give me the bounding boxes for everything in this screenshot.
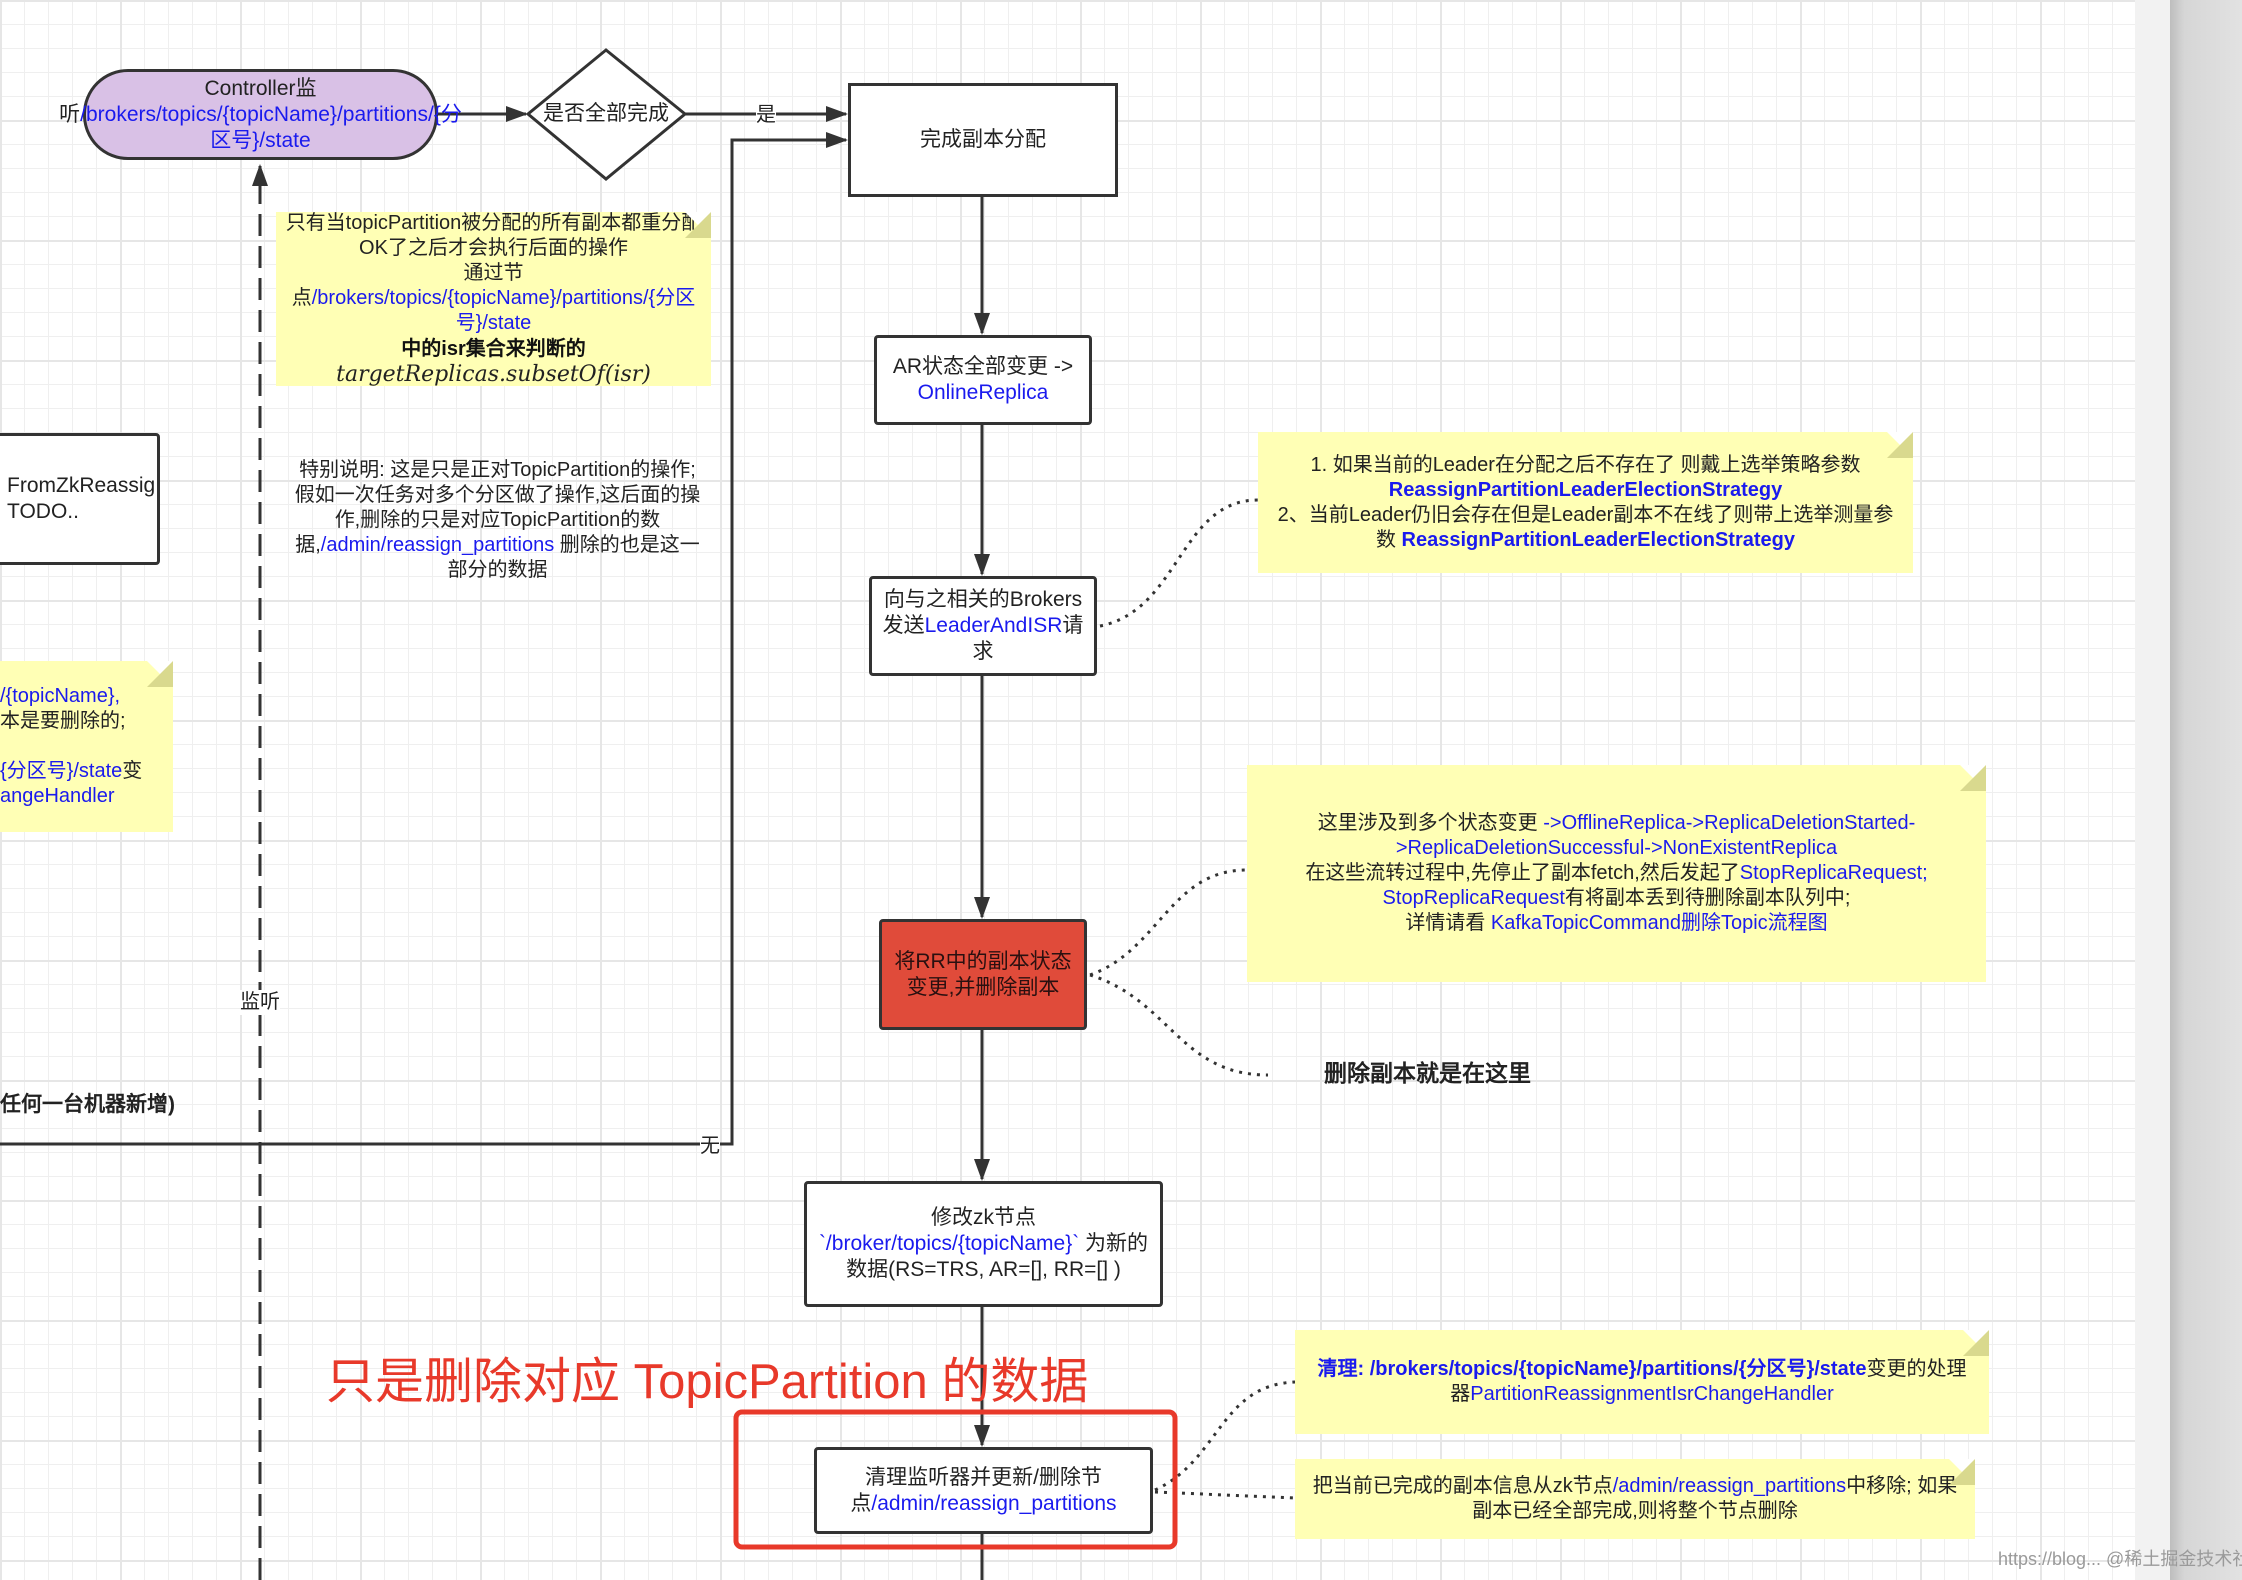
- note-remove-node: 把当前已完成的副本信息从zk节点/admin/reassign_partitio…: [1295, 1459, 1975, 1539]
- edge-label-listen: 监听: [240, 990, 280, 1015]
- text-segment: /admin/reassign_partitions: [1612, 1475, 1847, 1497]
- note-leader-election: 1. 如果当前的Leader在分配之后不存在了 则戴上选举策略参数 Reassi…: [1258, 432, 1913, 573]
- note-left-partial: /{topicName}, 本是要删除的; {分区号}/state变 angeH…: [0, 661, 173, 832]
- note-fold-icon: [1949, 1459, 1975, 1485]
- note-fold-icon: [1960, 765, 1986, 791]
- text-segment: /admin/reassign_partitions: [871, 1491, 1117, 1515]
- node-complete-assign[interactable]: 完成副本分配: [848, 83, 1118, 197]
- text-segment: 特别说明: 这是只是正对TopicPartition的操作;假如一次任务对多个分…: [294, 459, 701, 556]
- text-segment: 将RR中的副本状态变更,并删除副本: [894, 949, 1072, 999]
- edge-none-loop: [0, 132, 848, 1146]
- node-cleanup[interactable]: 清理监听器并更新/删除节点/admin/reassign_partitions: [814, 1447, 1153, 1534]
- text-segment: 只有当topicPartition被分配的所有副本都重分配OK了之后才会执行后面…: [285, 211, 702, 259]
- dotted-rr-state-note: [1089, 868, 1248, 977]
- text-segment: 中移除; 如果副本已经全部完成,则将整个节点删除: [1472, 1475, 1958, 1522]
- text-segment: LeaderAndISR: [924, 614, 1063, 637]
- text-segment: FromZkReassig TODO..: [7, 474, 156, 523]
- watermark: https://blog... @稀土掘金技术社区: [1998, 1549, 2242, 1569]
- text-segment: AR状态全部变更 ->: [892, 355, 1074, 378]
- text-segment: 在这些流转过程中,先停止了副本fetch,然后发起了: [1305, 862, 1740, 884]
- note-fold-icon: [147, 661, 173, 687]
- text-segment: ->OfflineReplica->ReplicaDeletionStarted…: [1395, 812, 1916, 859]
- text-segment: 为新的数据(RS=TRS, AR=[], RR=[] ): [846, 1232, 1149, 1281]
- text-segment: 这里涉及到多个状态变更: [1317, 812, 1544, 834]
- text-segment: /brokers/topics/{topicName}/partitions/{…: [311, 286, 696, 334]
- canvas-margin: [2135, 0, 2170, 1580]
- text-segment: /brokers/topics/{topicName}/partitions/{…: [80, 102, 462, 152]
- text-segment: 修改zk节点: [931, 1206, 1036, 1229]
- edge-label-yes: 是: [756, 103, 776, 128]
- text-segment: 清理监听器并更新/删除节点: [850, 1465, 1102, 1515]
- text-segment: 删除的也是这一部分的数据: [447, 534, 700, 581]
- node-rr-delete[interactable]: 将RR中的副本状态变更,并删除副本: [879, 919, 1087, 1030]
- note-fold-icon: [1963, 1330, 1989, 1356]
- node-left-partial[interactable]: FromZkReassig TODO..: [0, 433, 160, 565]
- note-isr-check: 只有当topicPartition被分配的所有副本都重分配OK了之后才会执行后面…: [276, 211, 711, 387]
- decision-diamond: [525, 48, 688, 181]
- text-segment: 把当前已完成的副本信息从zk节点: [1312, 1475, 1613, 1497]
- text-segment: 请求: [972, 614, 1084, 663]
- note-fold-icon: [1887, 432, 1913, 458]
- text-segment: 1. 如果当前的Leader在分配之后不存在了 则戴上选举策略参数: [1310, 453, 1861, 476]
- text-segment: {分区号}/state: [0, 760, 123, 782]
- node-ar-state[interactable]: AR状态全部变更 -> OnlineReplica: [874, 335, 1092, 425]
- node-send-brokers[interactable]: 向与之相关的Brokers发送LeaderAndISR请求: [869, 576, 1097, 676]
- node-controller-listen[interactable]: Controller监听/brokers/topics/{topicName}/…: [59, 69, 462, 160]
- text-segment: 完成副本分配: [920, 128, 1046, 151]
- label-delete-here: 删除副本就是在这里: [1324, 1060, 1531, 1086]
- dotted-rr-delete-label: [1089, 973, 1269, 1077]
- text-segment: targetReplicas.subsetOf(isr): [336, 361, 651, 387]
- text-segment: /{topicName},: [0, 685, 121, 707]
- note-fold-icon: [685, 212, 711, 238]
- text-segment: 向与之相关的Brokers发送: [882, 588, 1083, 637]
- text-segment: /admin/reassign_partitions: [320, 534, 555, 556]
- text-segment: KafkaTopicCommand删除Topic流程图: [1490, 912, 1828, 934]
- text-segment: PartitionReassignmentIsrChangeHandler: [1470, 1383, 1834, 1405]
- note-state-transitions: 这里涉及到多个状态变更 ->OfflineReplica->ReplicaDel…: [1247, 765, 1986, 982]
- window-edge: [2170, 0, 2242, 1580]
- text-segment: `/broker/topics/{topicName}`: [818, 1232, 1080, 1255]
- text-segment: Controller监听: [59, 76, 317, 126]
- text-segment: StopReplicaRequest; StopReplicaRequest: [1382, 862, 1928, 909]
- text-segment: 2、当前Leader仍旧会存在但是Leader副本不在线了则带上选举测量参数: [1277, 503, 1894, 551]
- text-segment: 有将副本丢到待删除副本队列中; 详情请看: [1405, 887, 1851, 934]
- edge-label-none: 无: [700, 1134, 720, 1159]
- highlight-frame: [733, 1409, 1178, 1550]
- label-any-machine: 任何一台机器新增): [0, 1093, 175, 1116]
- text-segment: ReassignPartitionLeaderElectionStrategy: [1388, 478, 1783, 501]
- text-segment: 通过节点: [291, 261, 524, 309]
- node-modify-zk[interactable]: 修改zk节点 `/broker/topics/{topicName}` 为新的数…: [804, 1181, 1163, 1307]
- node-decision[interactable]: 是否全部完成: [540, 101, 672, 126]
- text-segment: 变: [122, 760, 143, 782]
- text-segment: ReassignPartitionLeaderElectionStrategy: [1401, 528, 1795, 551]
- text-segment: angeHandler: [0, 785, 115, 807]
- text-segment: OnlineReplica: [917, 381, 1049, 404]
- note-handler-cleanup: 清理: /brokers/topics/{topicName}/partitio…: [1295, 1330, 1989, 1434]
- highlight-title: 只是删除对应 TopicPartition 的数据: [326, 1355, 1089, 1409]
- text-segment: 是否全部完成: [543, 102, 669, 125]
- dotted-brokers-leader-note: [1099, 498, 1259, 628]
- note-special: 特别说明: 这是只是正对TopicPartition的操作;假如一次任务对多个分…: [290, 458, 705, 583]
- text-segment: 清理: /brokers/topics/{topicName}/partitio…: [1317, 1358, 1867, 1380]
- text-segment: 变更的处理器: [1450, 1358, 1967, 1405]
- text-segment: 中的isr集合来判断的: [401, 337, 586, 360]
- text-segment: 本是要删除的;: [0, 710, 126, 732]
